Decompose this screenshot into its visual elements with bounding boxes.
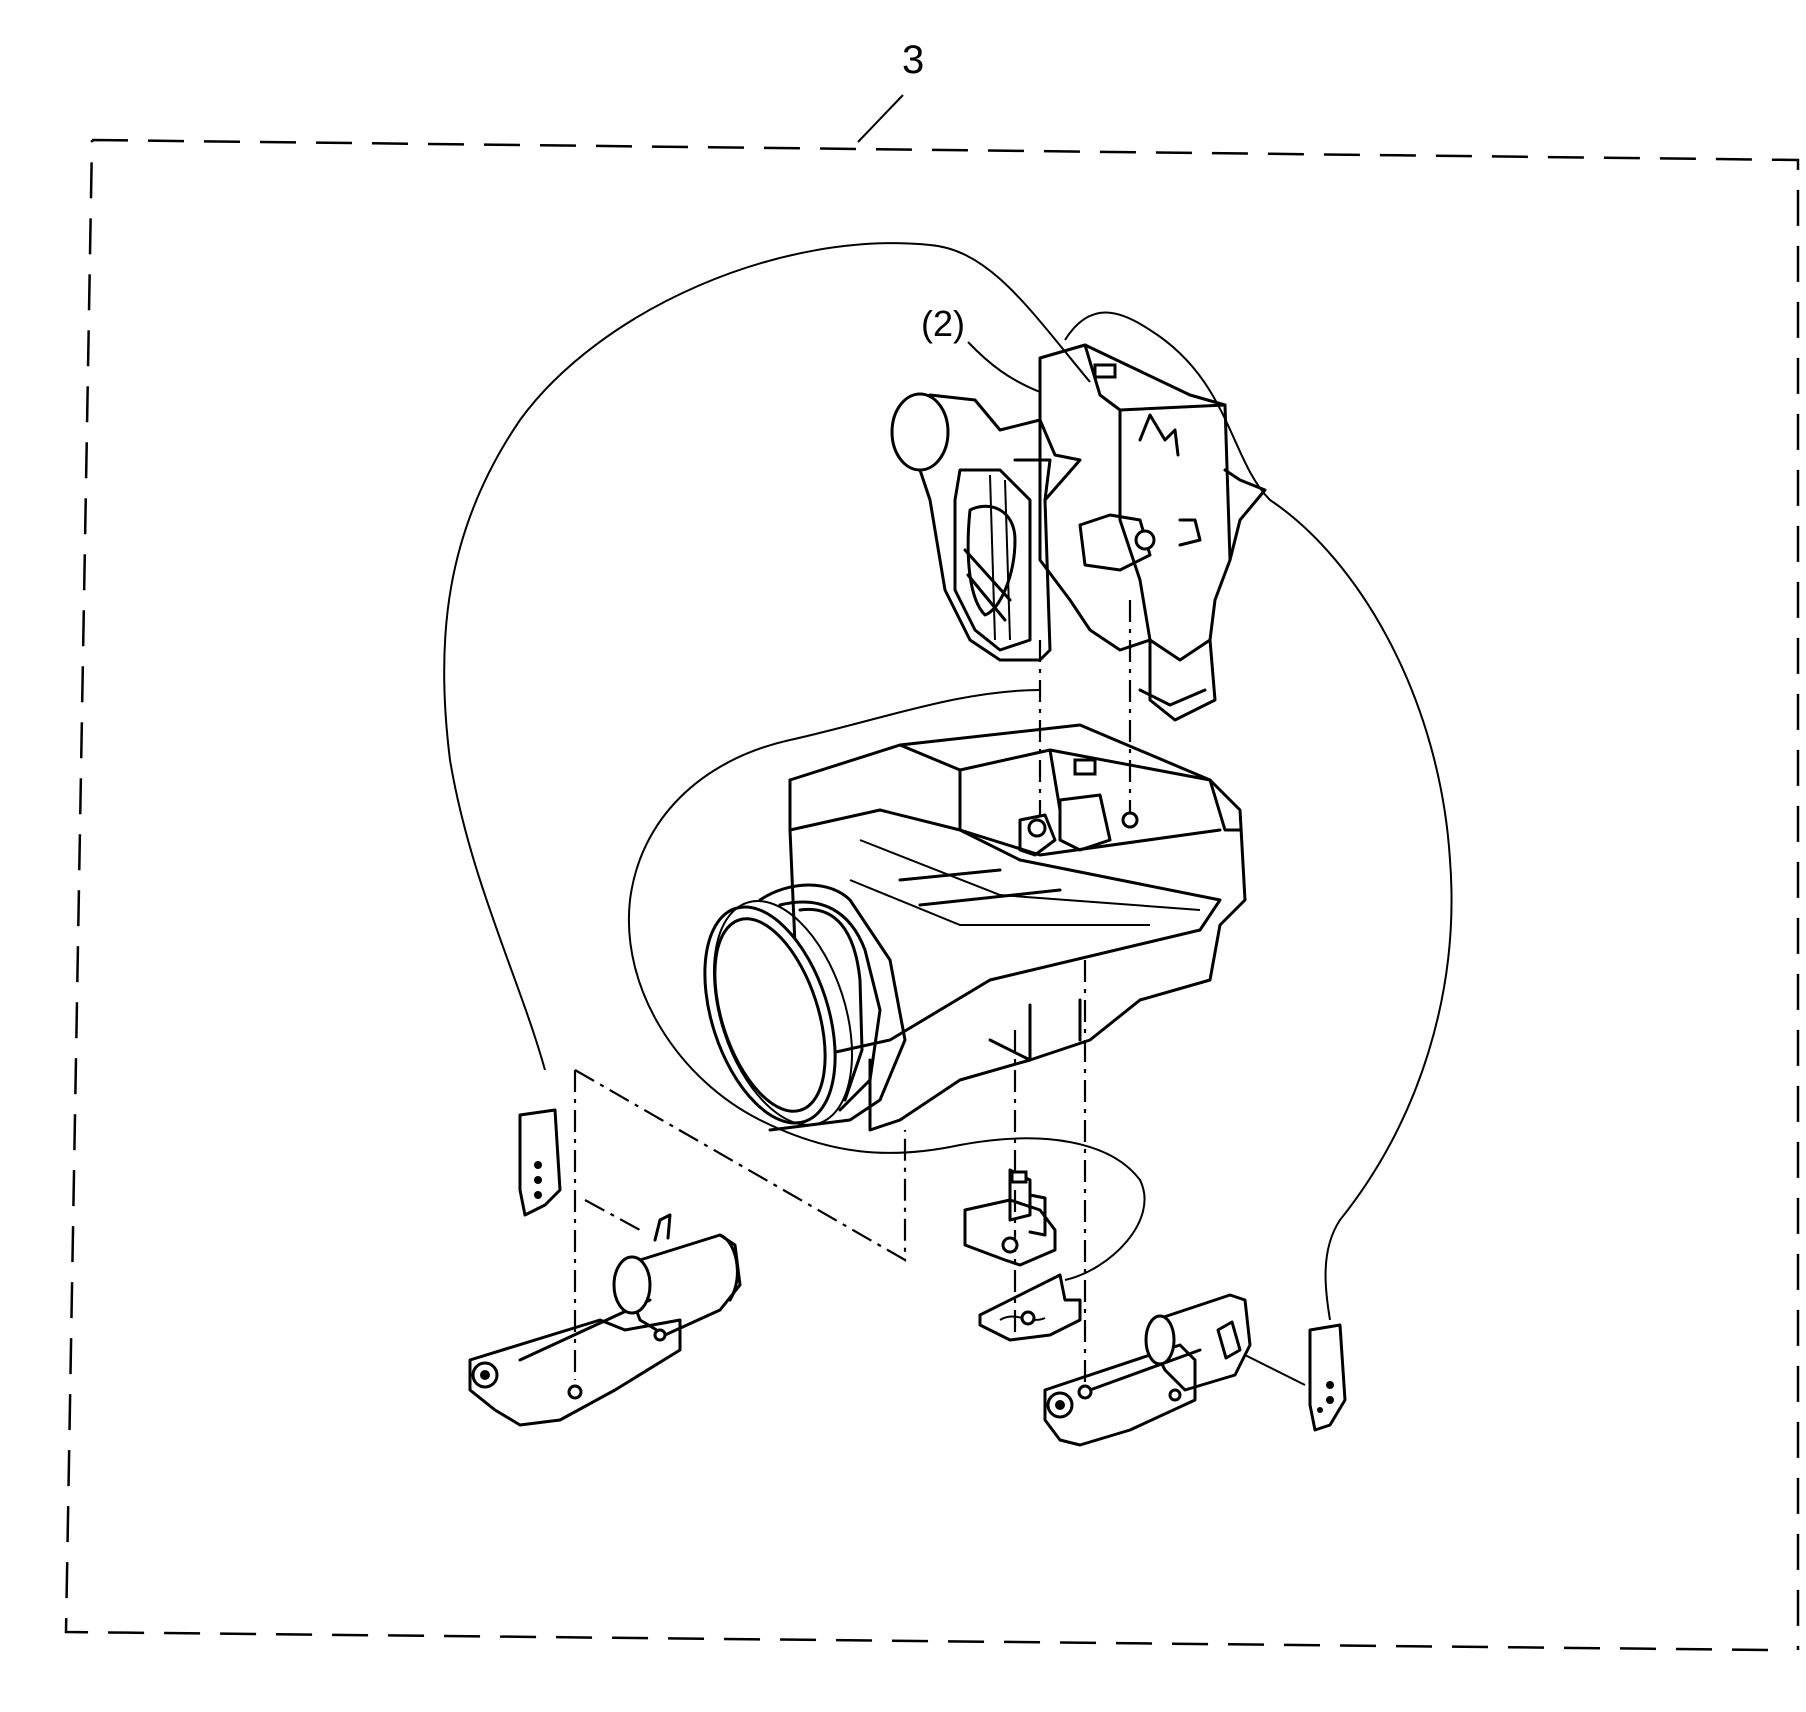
callout-2-leader <box>967 341 1041 393</box>
sensor-bracket <box>978 1273 1082 1342</box>
assembly-boundary <box>64 138 1800 1652</box>
right-flex-link <box>1244 1354 1306 1386</box>
right-flex-connector <box>1308 1323 1347 1432</box>
front-lens-ring <box>703 900 854 1126</box>
right-motor-assembly <box>1043 1293 1252 1447</box>
left-flex-connector <box>518 1108 562 1217</box>
lens-group-loop <box>627 689 1146 1281</box>
right-group-loop <box>1064 311 1453 1321</box>
left-flex-link <box>584 1199 641 1231</box>
sensor-board <box>963 1168 1057 1267</box>
callout-assembly-3: 3 <box>902 38 925 82</box>
prism-block-assembly <box>890 343 1267 722</box>
callout-3-leader <box>857 94 904 143</box>
left-motor-assembly <box>468 1213 742 1427</box>
callout-subpart-2: (2) <box>921 303 965 344</box>
left-group-loop <box>443 242 1091 1071</box>
lens-barrel-assembly <box>758 723 1247 1132</box>
left-bracket-link <box>574 1069 907 1262</box>
